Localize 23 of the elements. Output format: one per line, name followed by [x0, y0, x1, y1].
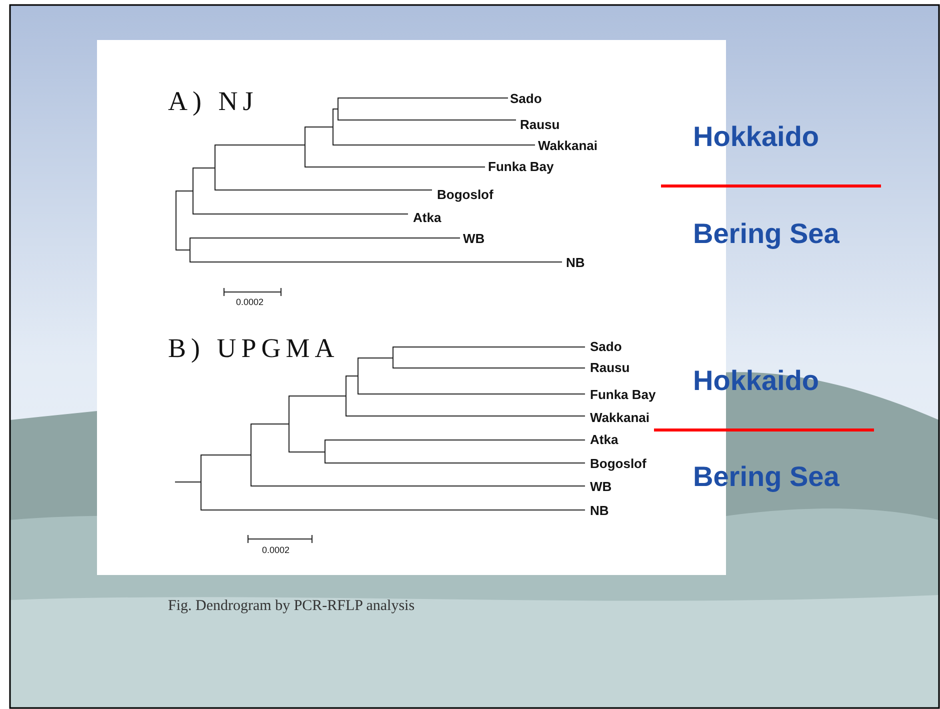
taxon-label: Wakkanai: [590, 410, 650, 426]
panel-title: A) NJ: [168, 84, 258, 118]
region-label: Hokkaido: [693, 120, 820, 154]
taxon-label: Rausu: [520, 117, 560, 133]
taxon-label: Bogoslof: [590, 456, 646, 472]
taxon-label: WB: [463, 231, 485, 247]
taxon-label: Bogoslof: [437, 187, 494, 203]
taxon-label: Sado: [590, 339, 622, 355]
taxon-label: Sado: [510, 91, 542, 107]
figure-caption: Fig. Dendrogram by PCR-RFLP analysis: [168, 597, 415, 615]
taxon-label: Funka Bay: [590, 387, 656, 403]
taxon-label: NB: [566, 255, 585, 271]
taxon-label: Rausu: [590, 360, 630, 376]
taxon-label: Funka Bay: [488, 159, 554, 175]
taxon-label: NB: [590, 503, 609, 519]
scale-value: 0.0002: [236, 296, 264, 308]
taxon-label: Atka: [413, 210, 442, 226]
region-label: Bering Sea: [693, 217, 840, 251]
taxon-label: Wakkanai: [538, 138, 598, 154]
scale-value: 0.0002: [262, 544, 290, 556]
taxon-label: Atka: [590, 432, 618, 448]
panel-title: B) UPGMA: [168, 332, 340, 364]
taxon-label: WB: [590, 479, 612, 495]
